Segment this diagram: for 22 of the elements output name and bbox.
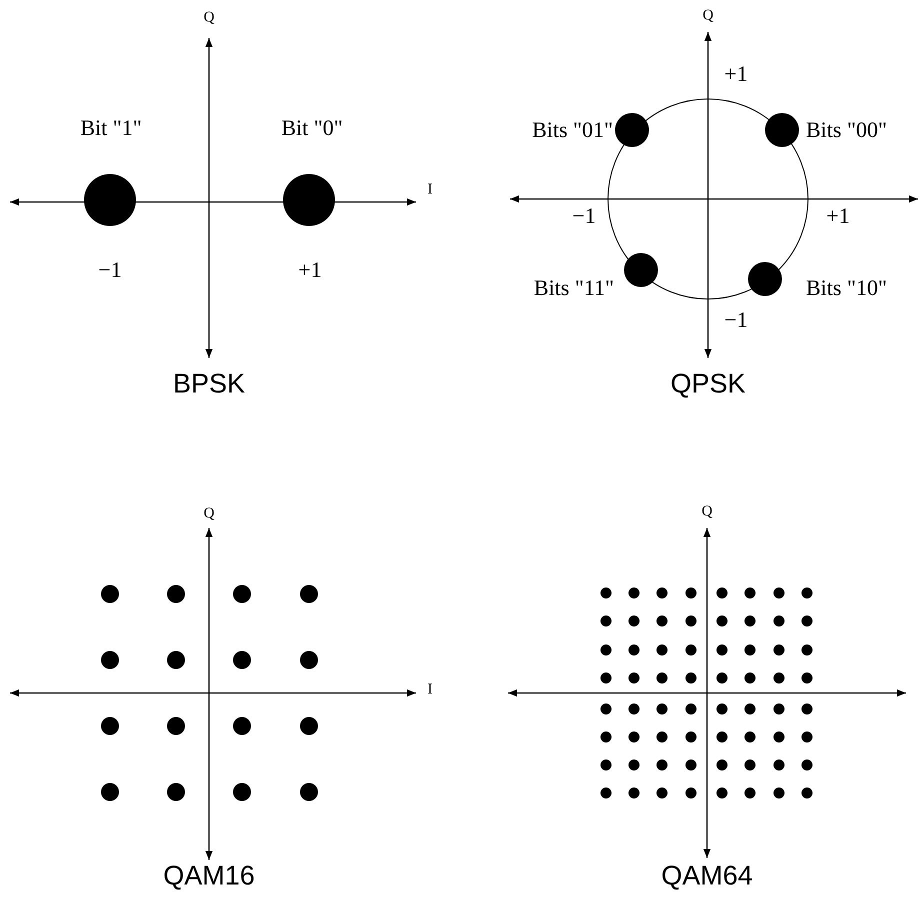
bit-label: Bits "10" (806, 277, 887, 299)
axis-label: Q (702, 504, 712, 520)
bit-label: Bits "00" (806, 119, 887, 141)
scheme-name: QAM64 (661, 862, 753, 890)
bit-label: Bits "01" (532, 119, 613, 141)
tick-value: +1 (298, 259, 322, 281)
tick-value: +1 (826, 205, 850, 227)
bit-label: Bit "1" (80, 117, 142, 139)
axis-label: Q (204, 10, 214, 26)
axis-label: Q (702, 8, 714, 24)
scheme-name: QPSK (670, 370, 746, 398)
tick-value: −1 (98, 259, 122, 281)
axis-label: I (428, 682, 432, 698)
axis-label: Q (204, 506, 214, 522)
axis-label: I (428, 182, 432, 198)
scheme-name: QAM16 (163, 862, 255, 890)
bit-label: Bits "11" (534, 277, 614, 299)
tick-value: −1 (572, 205, 596, 227)
bit-label: Bit "0" (281, 117, 343, 139)
scheme-name: BPSK (172, 370, 246, 398)
tick-value: −1 (724, 309, 748, 331)
tick-value: +1 (724, 63, 748, 85)
